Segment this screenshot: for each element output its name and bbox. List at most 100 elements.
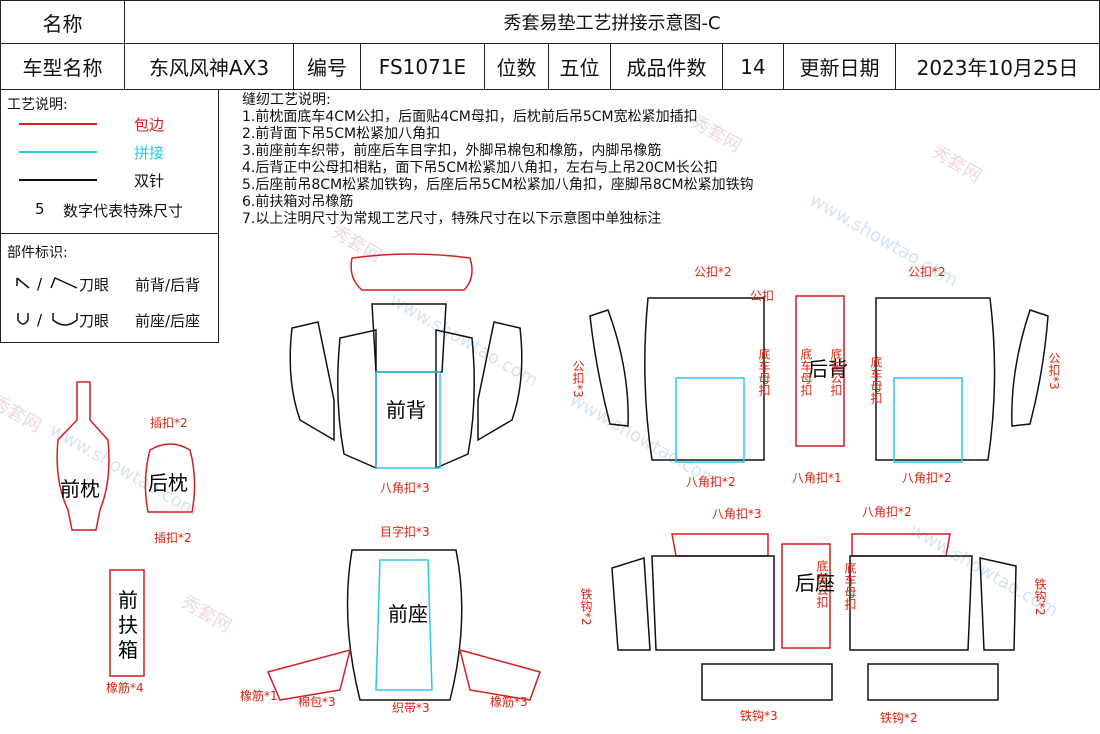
rear-headrest-label: 后枕 — [148, 471, 188, 495]
update-label: 更新日期 — [783, 43, 896, 90]
rear-back-left — [644, 297, 765, 461]
rear-seat-bottom-right — [867, 663, 999, 701]
rear-back-side-right — [1011, 309, 1049, 427]
legend-line-red — [19, 123, 97, 125]
notch-seat-icon: / — [17, 311, 78, 329]
rear-back-middle — [795, 295, 845, 447]
seats-label: 位数 — [484, 43, 549, 90]
sewing-notes: 缝纫工艺说明: 1.前枕面底车4CM公扣，后面贴4CM母扣，后枕前后吊5CM宽松… — [242, 92, 754, 228]
rear-seat-side-right — [979, 557, 1017, 651]
rear-seat-bottom-female: 底车母扣 — [843, 561, 857, 611]
rear-back-bottom-female: 底车母扣 — [869, 355, 883, 405]
rear-back-male-left: 公扣*2 — [694, 265, 732, 279]
armrest-elastic: 橡筋*4 — [106, 680, 144, 695]
front-seat-webbing: 织带*3 — [392, 701, 430, 715]
legend-label-edge: 包边 — [134, 116, 165, 134]
front-seat-main — [346, 549, 463, 701]
rear-seat-middle — [781, 543, 831, 649]
front-seat-center — [375, 559, 433, 691]
front-seat-buckle: 目字扣*3 — [380, 524, 430, 539]
front-back-top — [371, 303, 447, 373]
parts-title: 部件标识: — [7, 245, 68, 261]
rear-back-male-small: 公扣 — [750, 289, 774, 303]
front-back-octagon: 八角扣*3 — [380, 481, 430, 495]
rear-seat-oct-left: 八角扣*3 — [712, 507, 762, 521]
armrest-char: 扶 — [118, 613, 138, 637]
legend-label-join: 拼接 — [134, 144, 165, 162]
rear-seat-side-left — [611, 556, 651, 651]
legend-box: 工艺说明: 包边 拼接 双针 5 数字代表特殊尺寸 — [0, 89, 219, 234]
svg-text:/: / — [37, 311, 43, 329]
front-seat-elastic-right: 橡筋*3 — [490, 694, 528, 709]
legend-size-number: 5 — [35, 200, 45, 218]
front-headrest-shape — [56, 381, 110, 531]
rear-back-right-bottom — [893, 377, 963, 463]
sewing-line: 7.以上注明尺寸为常规工艺尺寸，特殊尺寸在以下示意图中单独标注 — [242, 211, 662, 227]
sewing-line: 5.后座前吊8CM松紧加铁钩，后座后吊5CM松紧加八角扣，座脚吊8CM松紧加铁钩 — [242, 177, 754, 193]
rear-back-bottom-male: 底车公扣 — [829, 347, 843, 397]
rear-seat-oct-right: 八角扣*2 — [862, 505, 912, 519]
rear-back-right — [875, 297, 996, 461]
parts-row1-suffix: 刀眼 — [79, 276, 110, 294]
front-back-side-right — [477, 321, 523, 442]
sewing-line: 4.后背正中公母扣相粘，面下吊5CM松紧加八角扣，左右与上吊20CM长公扣 — [242, 160, 718, 176]
legend-size-note: 数字代表特殊尺寸 — [63, 202, 184, 220]
armrest-char: 前 — [118, 588, 138, 612]
armrest-char: 箱 — [118, 638, 138, 662]
front-back-wing-right — [435, 329, 475, 470]
rear-back-oct-mid: 八角扣*1 — [792, 471, 842, 485]
rear-seat-hook-bottom-left: 铁钩*3 — [740, 709, 778, 723]
sewing-line: 6.前扶箱对吊橡筋 — [242, 194, 354, 210]
rear-back-male-side-left: 公扣*3 — [571, 360, 585, 398]
rear-seat-bottom-left — [701, 663, 833, 701]
rear-back-oct-left: 八角扣*2 — [686, 475, 736, 489]
rear-back-male-side-right: 公扣*3 — [1047, 352, 1061, 390]
front-seat-skirt-left — [266, 648, 352, 701]
front-back-label: 前背 — [386, 398, 426, 422]
front-seat-cotton: 棉包*3 — [298, 695, 336, 709]
code-value: FS1071E — [360, 43, 485, 90]
rear-seat-right — [849, 555, 973, 651]
parts-row2-suffix: 刀眼 — [79, 312, 110, 330]
front-back-wing-left — [337, 329, 377, 470]
rear-seat-hook-right: 铁钩*2 — [1033, 578, 1047, 616]
insert-buckle-top: 插扣*2 — [150, 416, 188, 430]
notch-back-icon: / — [16, 275, 78, 293]
front-back-headpiece — [350, 253, 473, 291]
rear-seat-label: 后座 — [795, 571, 835, 595]
sewing-line: 1.前枕面底车4CM公扣，后面贴4CM母扣，后枕前后吊5CM宽松紧加插扣 — [242, 109, 698, 125]
rear-back-side-left — [589, 309, 629, 427]
rear-seat-left — [651, 555, 775, 651]
svg-text:/: / — [37, 275, 43, 293]
legend-label-double: 双针 — [134, 172, 165, 190]
rear-headrest-shape — [144, 443, 196, 513]
front-seat-skirt-right — [458, 648, 541, 701]
legend-line-black — [19, 179, 97, 181]
front-headrest-label: 前枕 — [60, 477, 100, 501]
rear-seat-hook-bottom-right: 铁钩*2 — [880, 711, 918, 725]
rear-seat-bottom-male: 底车公扣 — [815, 559, 829, 609]
rear-seat-top-right — [851, 533, 951, 557]
front-seat-elastic-left: 橡筋*1 — [240, 688, 278, 703]
rear-back-label: 后背 — [808, 357, 848, 381]
insert-buckle-bottom: 插扣*2 — [154, 531, 192, 545]
armrest-shape — [109, 569, 145, 677]
rear-back-male-right: 公扣*2 — [908, 265, 946, 279]
car-model-label: 车型名称 — [0, 43, 125, 90]
legend-title: 工艺说明: — [7, 97, 68, 113]
front-back-side-left — [289, 321, 335, 442]
sewing-title: 缝纫工艺说明: — [242, 92, 331, 108]
rear-back-oct-right: 八角扣*2 — [902, 471, 952, 485]
sewing-line: 3.前座前车织带，前座后车目字扣，外脚吊棉包和橡筋，内脚吊橡筋 — [242, 143, 662, 159]
pieces-label: 成品件数 — [610, 43, 723, 90]
parts-box: 部件标识: / 刀眼 前背/后背 / 刀眼 前座/后座 — [0, 233, 219, 343]
front-seat-label: 前座 — [388, 602, 428, 626]
parts-row1-text: 前背/后背 — [135, 276, 201, 294]
rear-back-bottom-female: 底车母扣 — [757, 347, 771, 397]
legend-line-cyan — [19, 151, 97, 153]
rear-seat-top-left — [671, 533, 769, 557]
sewing-line: 2.前背面下吊5CM松紧加八角扣 — [242, 126, 441, 142]
rear-seat-hook-left: 铁钩*2 — [579, 588, 593, 626]
rear-back-left-bottom — [675, 377, 745, 463]
